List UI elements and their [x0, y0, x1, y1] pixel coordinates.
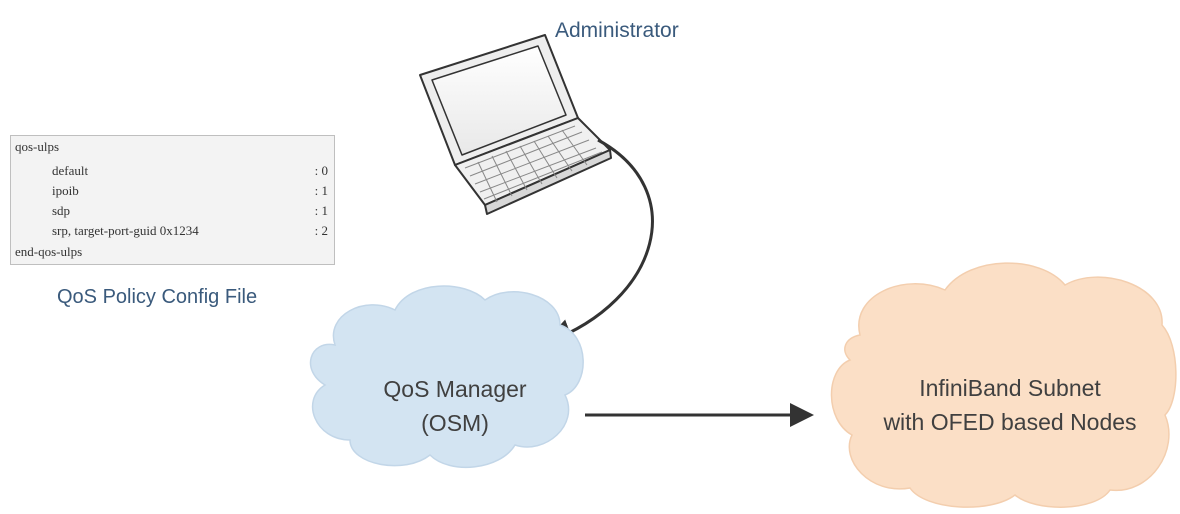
admin-to-qos-arrow: [542, 138, 654, 348]
config-entry-name: default: [52, 163, 89, 178]
qos-manager-cloud: [309, 285, 584, 468]
config-entry-value: : 0: [314, 163, 328, 178]
subnet-line1: InfiniBand Subnet: [919, 375, 1101, 401]
config-entry-value: : 1: [314, 183, 328, 198]
subnet-label: InfiniBand Subnet with OFED based Nodes: [860, 371, 1160, 439]
subnet-cloud: [830, 262, 1177, 508]
qos-policy-config-box: qos-ulps default : 0 ipoib : 1 sdp : 1 s…: [10, 135, 335, 265]
qos-manager-line1: QoS Manager: [383, 376, 527, 402]
config-entry-name: srp, target-port-guid 0x1234: [52, 223, 199, 238]
subnet-line2: with OFED based Nodes: [883, 409, 1137, 435]
qos-manager-label: QoS Manager (OSM): [325, 372, 585, 440]
config-entry-value: : 2: [314, 223, 328, 238]
config-entry-name: sdp: [52, 203, 71, 218]
config-file-caption: QoS Policy Config File: [57, 286, 258, 308]
administrator-label: Administrator: [555, 19, 679, 42]
qos-manager-line2: (OSM): [421, 410, 489, 436]
config-entry-name: ipoib: [52, 183, 79, 198]
config-open-line: qos-ulps: [15, 139, 60, 154]
config-close-line: end-qos-ulps: [15, 244, 83, 259]
laptop-icon: [419, 34, 612, 215]
config-entry-value: : 1: [314, 203, 328, 218]
